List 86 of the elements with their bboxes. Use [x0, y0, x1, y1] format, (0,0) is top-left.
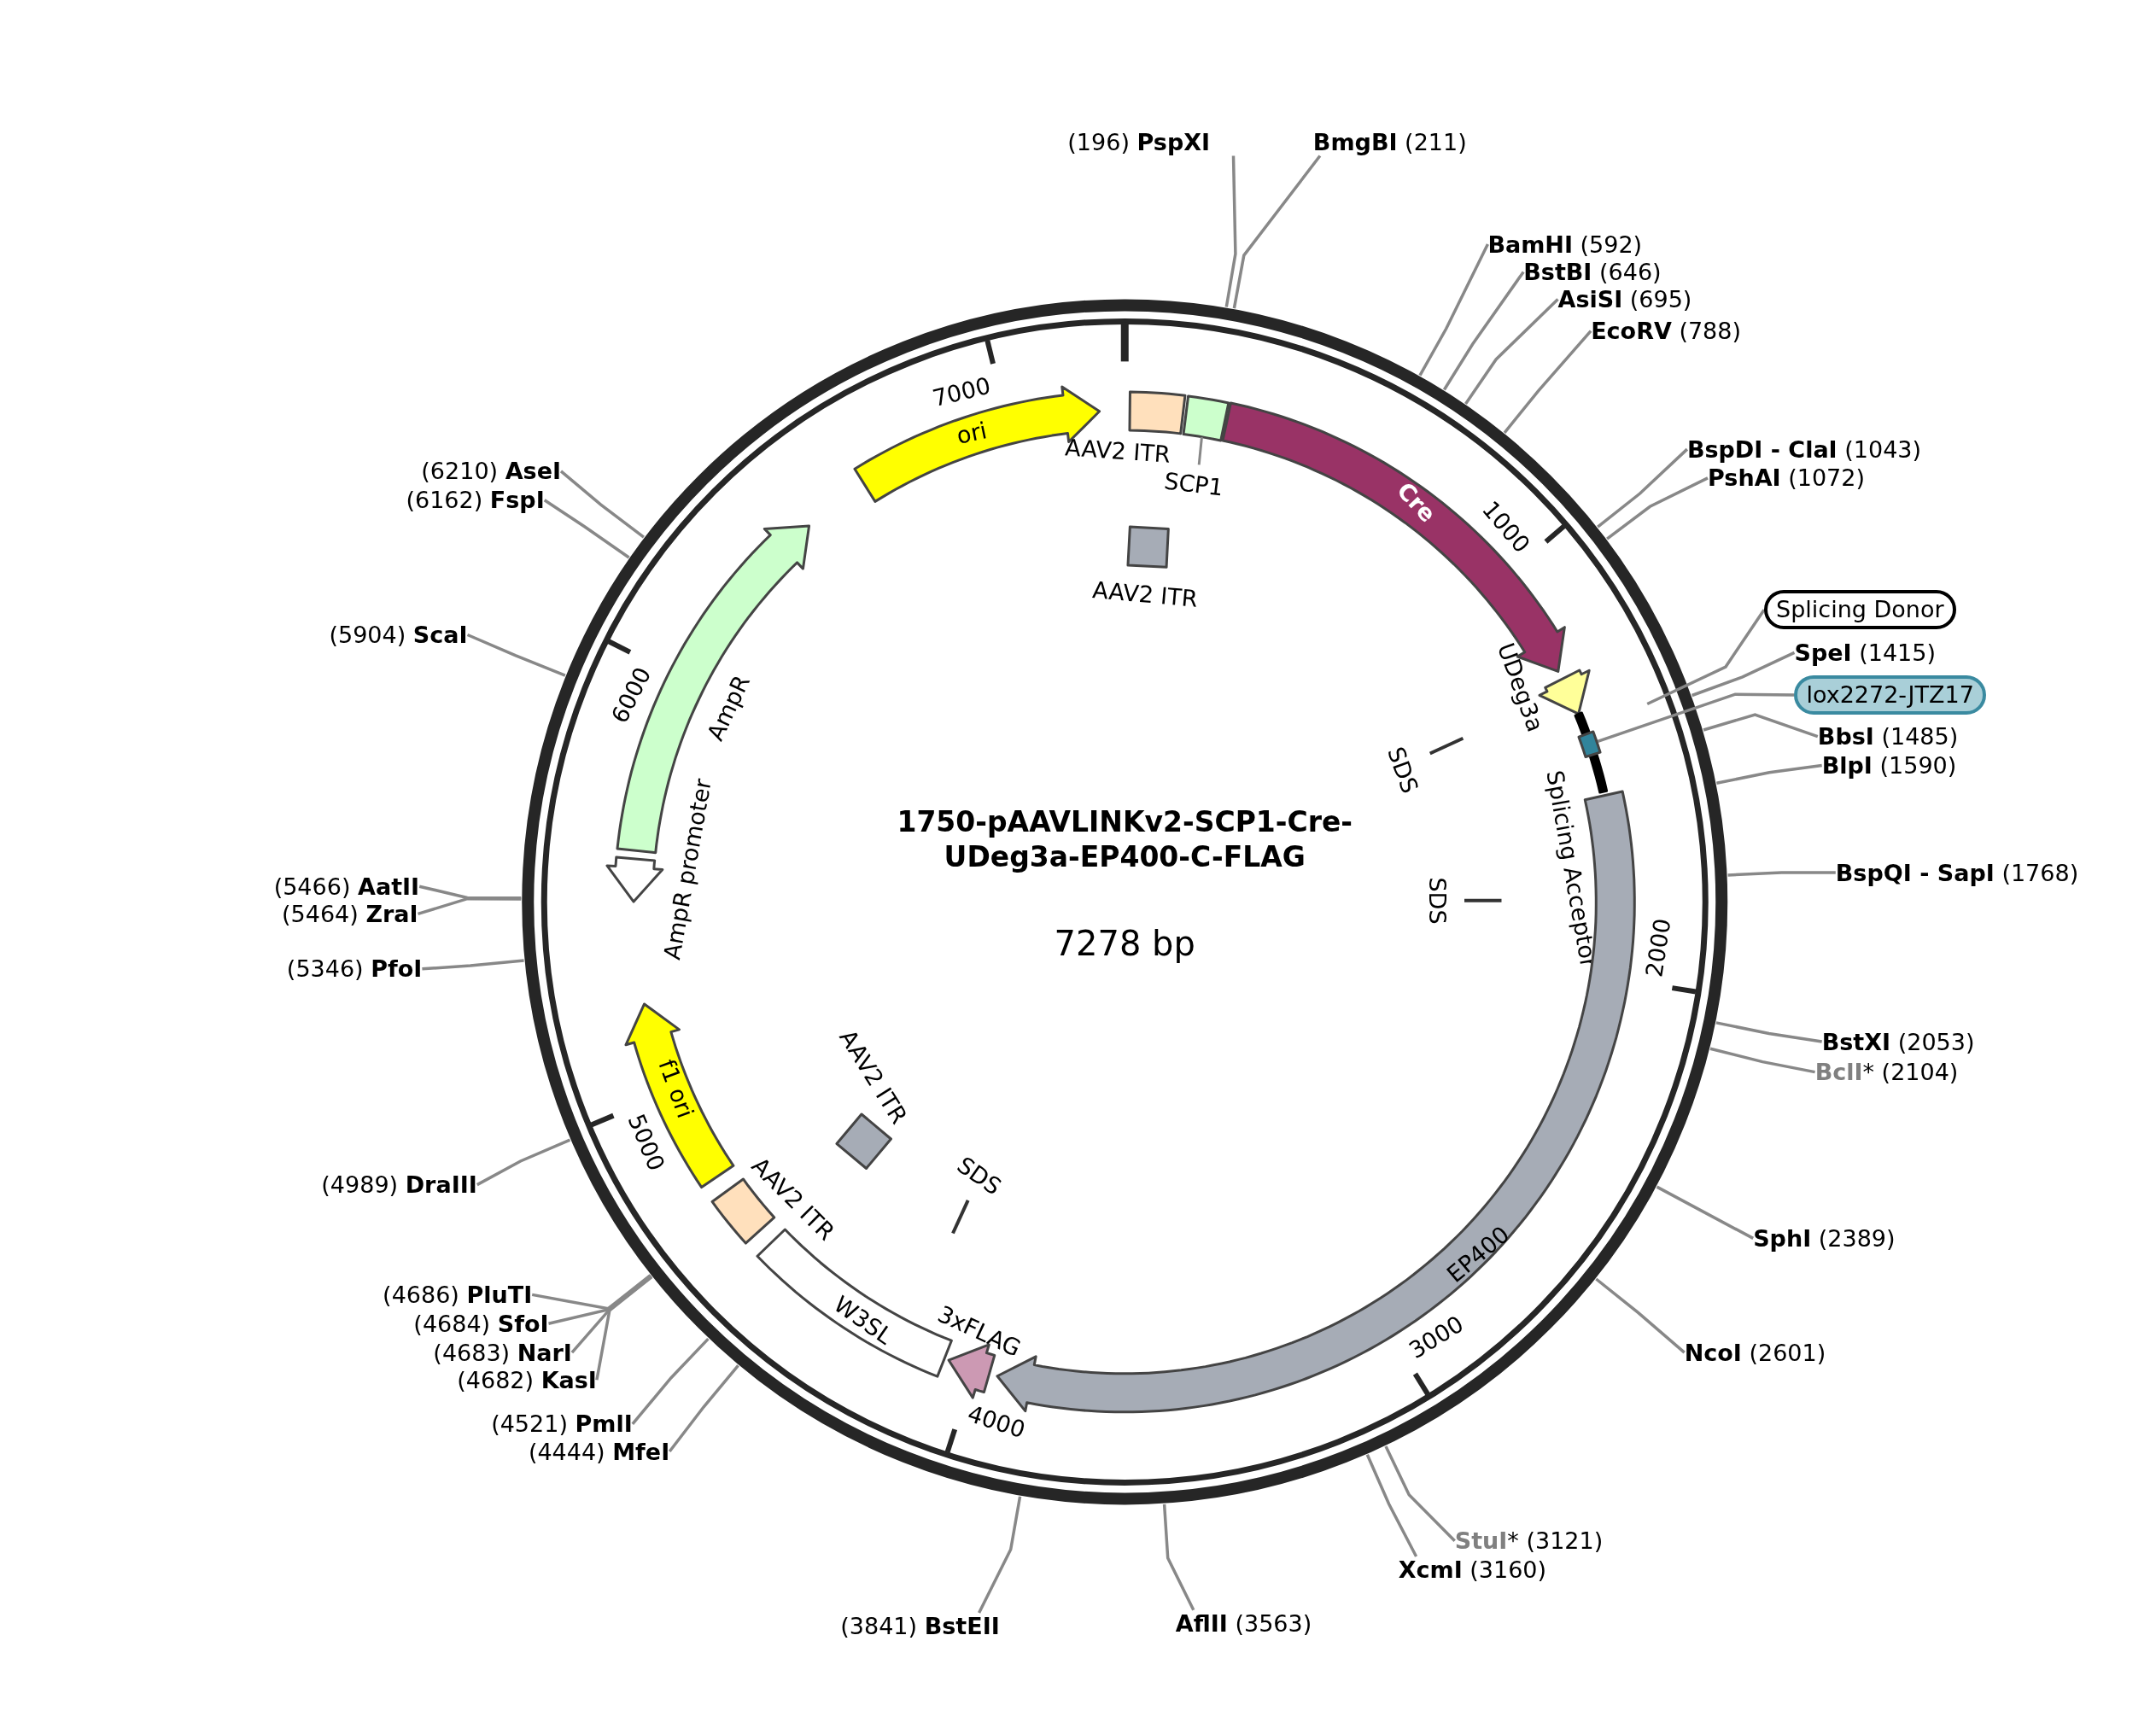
- site-label: (5904) ScaI: [329, 621, 468, 648]
- leader-line: [418, 885, 522, 900]
- scale-label: 2000: [1640, 916, 1676, 979]
- site-label: BclI* (2104): [1814, 1059, 1959, 1086]
- site-label: AflII (3563): [1175, 1609, 1312, 1637]
- leader-line: [631, 1337, 710, 1425]
- site-label: SphI (2389): [1753, 1224, 1896, 1252]
- site-label: BspDI - ClaI (1043): [1686, 435, 1922, 463]
- leader-line: [1709, 1047, 1815, 1074]
- leader-line: [1646, 609, 1766, 706]
- leader-line: [548, 1275, 652, 1325]
- leader-line: [1595, 1277, 1686, 1354]
- site-label: (4686) PluTI: [383, 1281, 533, 1308]
- leader-line: [476, 1138, 571, 1187]
- site-label: AsiSI (695): [1557, 286, 1692, 313]
- scale-label: 6000: [605, 662, 657, 727]
- leader-line: [570, 1275, 652, 1354]
- site-label: BmgBI (211): [1312, 129, 1467, 156]
- feature-label: SDS: [1382, 743, 1423, 797]
- site-label: StuI* (3121): [1454, 1527, 1604, 1555]
- leader-line: [1224, 155, 1237, 307]
- site-label: (196) PspXI: [1067, 129, 1211, 156]
- site-label: (5466) AatII: [273, 873, 420, 900]
- feature-label: SDS: [952, 1151, 1006, 1200]
- feature-label: ori: [955, 417, 990, 450]
- leader-line: [1703, 713, 1819, 739]
- leader-line: [1442, 271, 1525, 391]
- plasmid-name: 1750-pAAVLINKv2-SCP1-Cre-UDeg3a-EP400-C-FLAG: [896, 803, 1354, 874]
- site-label: BbsI (1485): [1817, 723, 1959, 750]
- feature-label: SDS: [1423, 877, 1451, 925]
- feature-label: AmpR promoter: [658, 776, 717, 962]
- leader-line: [978, 1496, 1022, 1614]
- scale-label: 4000: [964, 1399, 1029, 1444]
- site-label: XcmI (3160): [1398, 1556, 1547, 1584]
- site-label: BamHI (592): [1487, 231, 1643, 258]
- site-label: SpeI (1415): [1794, 639, 1936, 666]
- site-label: BstXI (2053): [1821, 1028, 1975, 1055]
- leader-line: [531, 1274, 651, 1311]
- leader-line: [1232, 155, 1322, 309]
- site-label: (3841) BstEII: [840, 1613, 1000, 1640]
- site-label: (6210) AseI: [421, 458, 561, 485]
- leader-line: [1656, 1185, 1755, 1240]
- site-label: NcoI (2601): [1684, 1339, 1826, 1366]
- leader-line: [1162, 1504, 1195, 1611]
- leader-line: [1606, 476, 1709, 540]
- site-label: (5346) PfoI: [286, 955, 423, 983]
- leader-line: [1716, 763, 1822, 785]
- size-label: 7278 bp: [1054, 923, 1195, 963]
- callout-label: Splicing Donor: [1764, 590, 1956, 630]
- leader-line: [668, 1364, 739, 1453]
- site-label: (5464) ZraI: [282, 900, 418, 927]
- site-label: (4444) MfeI: [528, 1438, 670, 1465]
- leader-line: [559, 470, 645, 539]
- site-label: EcoRV (788): [1591, 318, 1741, 345]
- scale-label: 7000: [930, 371, 994, 412]
- leader-line: [1503, 330, 1592, 434]
- leader-line: [543, 499, 630, 559]
- site-label: PshAI (1072): [1708, 464, 1865, 492]
- leader-line: [1727, 871, 1836, 877]
- leader-line: [1597, 447, 1689, 528]
- leader-line: [422, 959, 524, 971]
- feature-label: Splicing Acceptor: [1541, 768, 1603, 970]
- leader-line: [1384, 1445, 1456, 1542]
- leader-line: [1715, 1021, 1822, 1043]
- leader-line: [1597, 692, 1795, 743]
- leader-line: [1464, 298, 1559, 405]
- site-label: BlpI (1590): [1821, 751, 1957, 779]
- site-label: (4683) NarI: [433, 1339, 572, 1366]
- site-label: (4521) PmlI: [491, 1410, 633, 1438]
- feature-label: SCP1: [1162, 467, 1225, 501]
- feature-label: AAV2 ITR: [1091, 575, 1200, 612]
- site-label: (4682) KasI: [457, 1366, 597, 1393]
- leader-line: [1691, 651, 1796, 698]
- leader-line: [1418, 243, 1489, 377]
- leader-line: [1365, 1454, 1418, 1557]
- leader-line: [418, 896, 522, 916]
- leader-line: [466, 633, 566, 677]
- site-label: BspQI - SapI (1768): [1835, 859, 2079, 886]
- site-label: (4989) DraIII: [321, 1171, 477, 1199]
- leader-line: [595, 1276, 653, 1381]
- site-label: (6162) FspI: [406, 487, 545, 514]
- callout-label: lox2272-JTZ17: [1794, 675, 1986, 715]
- site-label: BstBI (646): [1523, 258, 1662, 285]
- feature-label: Cre: [1391, 476, 1441, 528]
- feature-label: AAV2 ITR: [1064, 434, 1171, 468]
- site-label: (4684) SfoI: [413, 1310, 549, 1337]
